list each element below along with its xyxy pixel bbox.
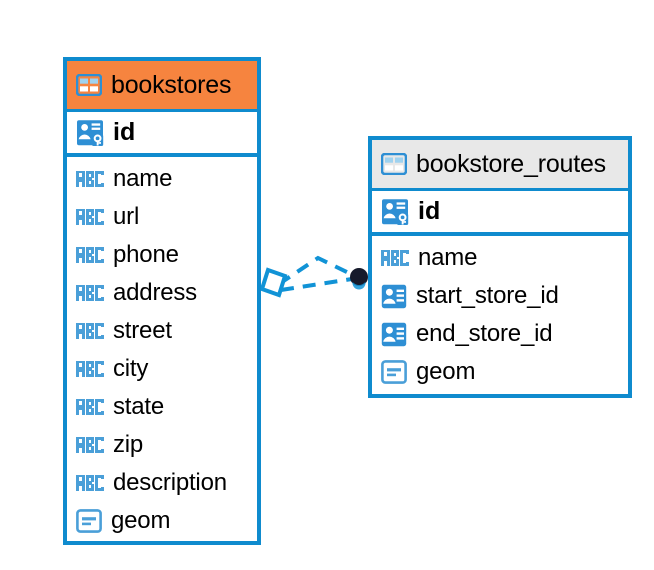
table-icon	[76, 74, 102, 96]
abc-icon	[76, 361, 104, 377]
field-label: url	[113, 203, 140, 230]
entity-field-start-store-id[interactable]: start_store_id	[372, 277, 628, 315]
field-label: end_store_id	[416, 320, 553, 347]
entity-field-geom[interactable]: geom	[67, 502, 257, 540]
field-label: start_store_id	[416, 282, 559, 309]
abc-icon	[381, 250, 409, 266]
primary-key-label: id	[418, 197, 441, 225]
entity-field-url[interactable]: url	[67, 198, 257, 236]
entity-bookstore-routes[interactable]: bookstore_routes id	[368, 136, 632, 398]
abc-icon	[76, 323, 104, 339]
relationship-source-diamond[interactable]	[259, 267, 288, 298]
field-label: name	[113, 165, 173, 192]
abc-icon	[76, 209, 104, 225]
relationship-line-peaked[interactable]	[277, 255, 356, 286]
entity-field-state[interactable]: state	[67, 388, 257, 426]
abc-icon	[76, 437, 104, 453]
entity-field-list-bookstores: name url phone	[67, 157, 257, 541]
abc-icon	[76, 399, 104, 415]
entity-field-phone[interactable]: phone	[67, 236, 257, 274]
relationship-line-straight[interactable]	[280, 277, 353, 292]
entity-field-name[interactable]: name	[67, 160, 257, 198]
primary-key-icon	[382, 198, 409, 225]
entity-field-address[interactable]: address	[67, 274, 257, 312]
entity-field-geom[interactable]: geom	[372, 353, 628, 391]
field-label: phone	[113, 241, 179, 268]
entity-header-bookstore-routes[interactable]: bookstore_routes	[372, 140, 628, 188]
entity-title-bookstores: bookstores	[111, 70, 232, 99]
primary-key-icon	[77, 119, 104, 146]
foreign-key-icon	[381, 322, 407, 346]
relationship-target-dot[interactable]	[350, 268, 368, 286]
entity-field-primary-key[interactable]: id	[372, 188, 628, 236]
abc-icon	[76, 285, 104, 301]
entity-field-list-bookstore-routes: name start_store_id	[372, 236, 628, 394]
abc-icon	[76, 171, 104, 187]
entity-field-zip[interactable]: zip	[67, 426, 257, 464]
entity-header-bookstores[interactable]: bookstores	[67, 61, 257, 109]
entity-field-name[interactable]: name	[372, 239, 628, 277]
field-label: geom	[111, 507, 171, 534]
entity-field-primary-key[interactable]: id	[67, 109, 257, 157]
entity-field-end-store-id[interactable]: end_store_id	[372, 315, 628, 353]
entity-bookstores[interactable]: bookstores id	[63, 57, 261, 545]
field-label: address	[113, 279, 197, 306]
table-icon	[381, 153, 407, 175]
entity-title-bookstore-routes: bookstore_routes	[416, 149, 606, 178]
abc-icon	[76, 475, 104, 491]
relationship-target-dot-core	[351, 269, 367, 285]
entity-field-description[interactable]: description	[67, 464, 257, 502]
entity-field-city[interactable]: city	[67, 350, 257, 388]
field-label: state	[113, 393, 165, 420]
geometry-icon	[76, 509, 102, 533]
field-label: description	[113, 469, 227, 496]
primary-key-label: id	[113, 118, 136, 146]
relationship-target-dot-highlight	[352, 276, 366, 290]
abc-icon	[76, 247, 104, 263]
field-label: street	[113, 317, 172, 344]
field-label: geom	[416, 358, 476, 385]
field-label: zip	[113, 431, 144, 458]
field-label: city	[113, 355, 149, 382]
geometry-icon	[381, 360, 407, 384]
foreign-key-icon	[381, 284, 407, 308]
entity-field-street[interactable]: street	[67, 312, 257, 350]
field-label: name	[418, 244, 478, 271]
